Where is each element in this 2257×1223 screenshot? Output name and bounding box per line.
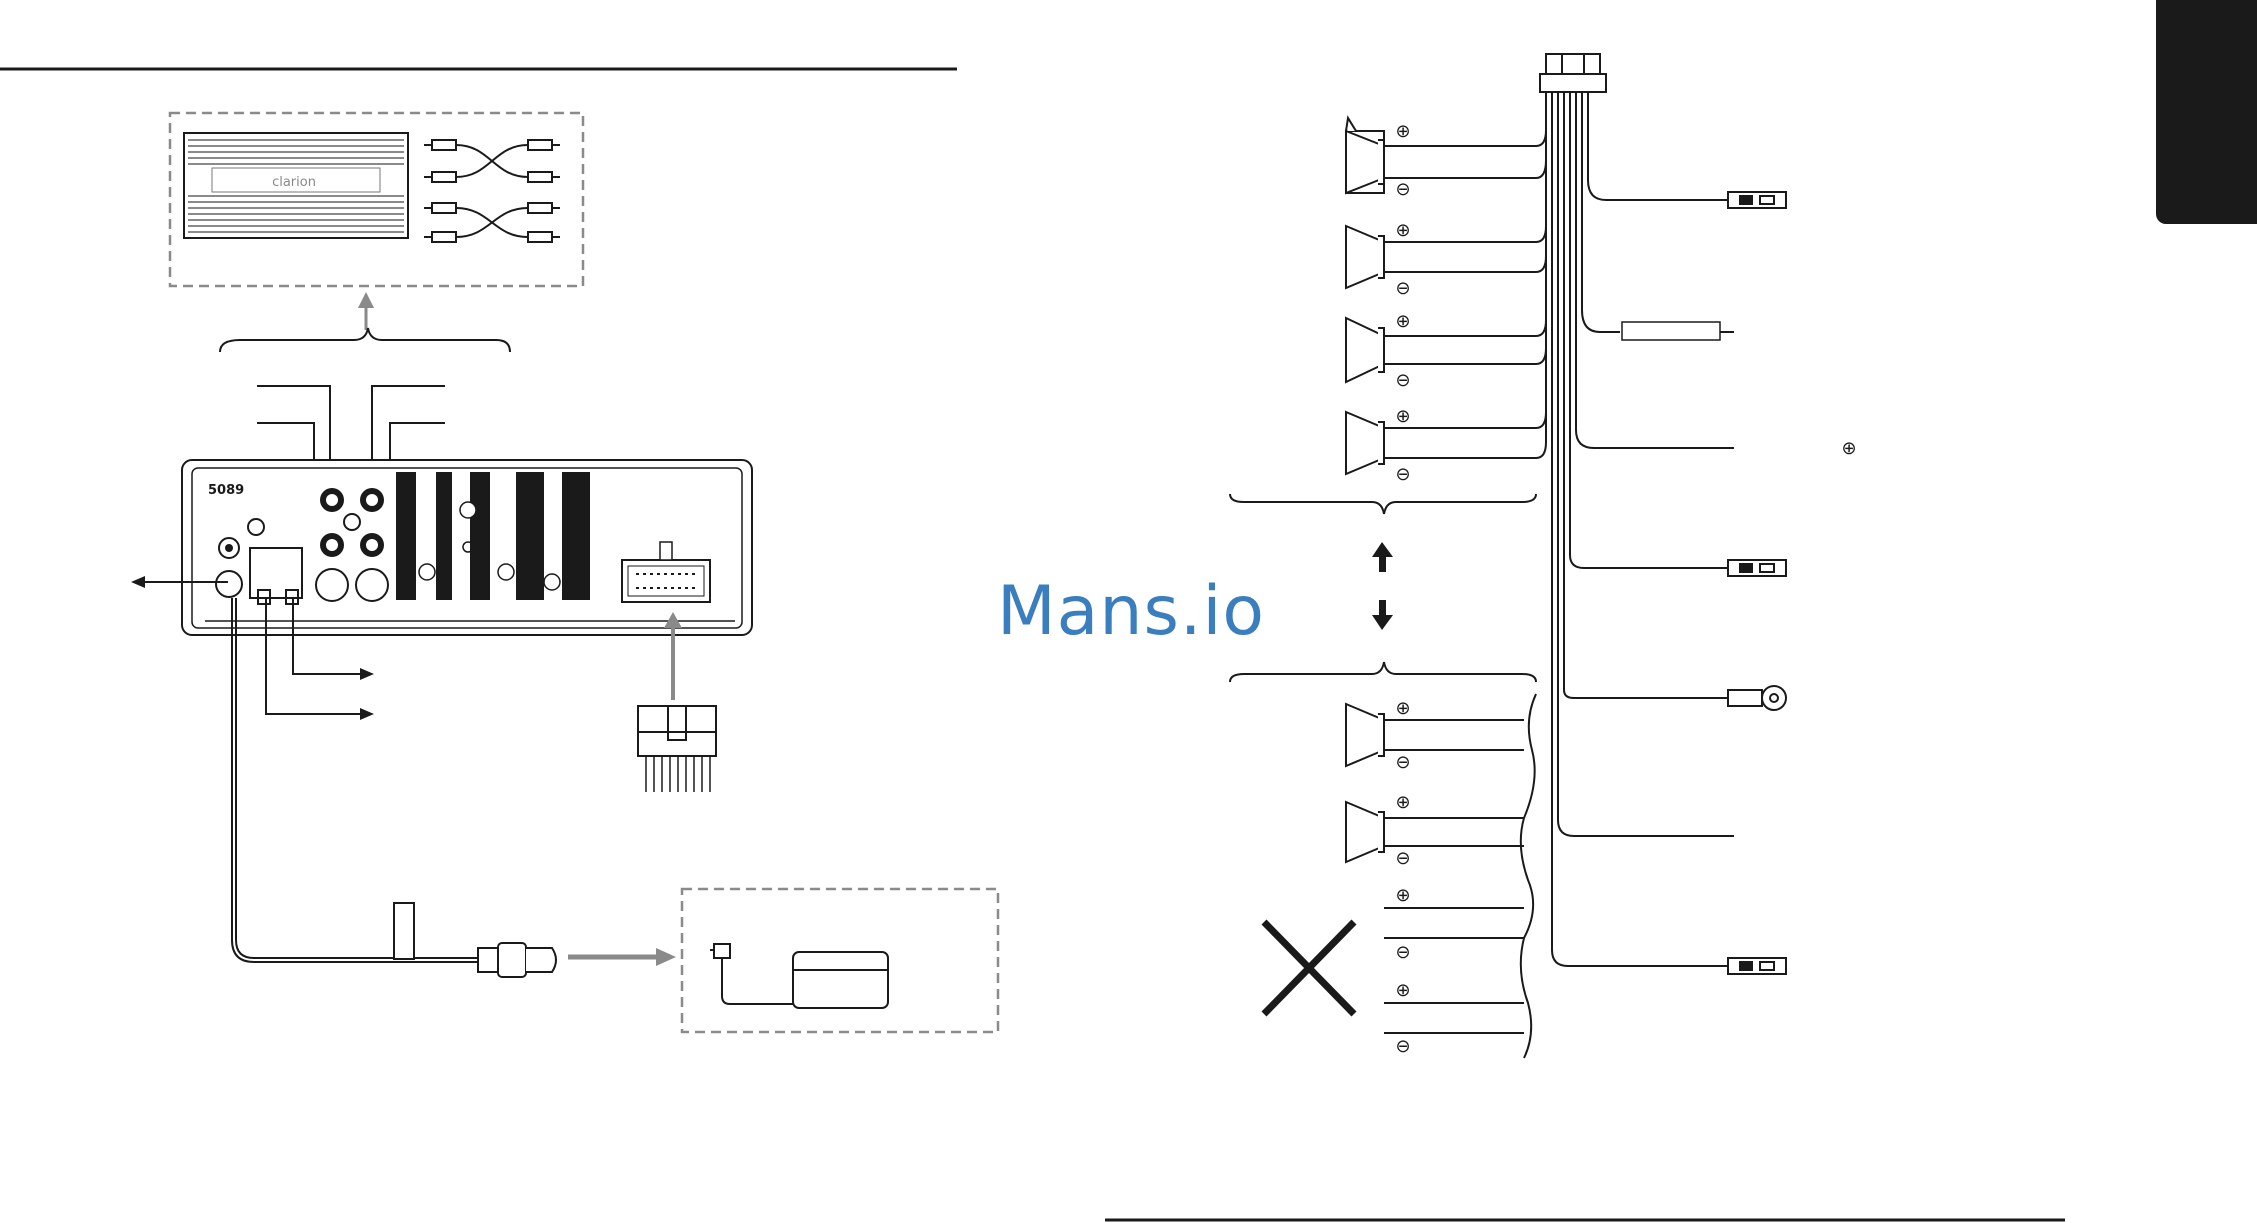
harness-trunk (1551, 92, 1734, 967)
language-tab (2156, 0, 2257, 224)
plus-marker: ⊕ (1395, 698, 1410, 719)
speaker-icon (1345, 316, 1385, 384)
speaker-wires (1384, 92, 1547, 459)
plus-marker: ⊕ (1395, 220, 1410, 241)
plus-marker: ⊕ (1395, 121, 1410, 142)
left-arrow-antenna (131, 576, 228, 588)
speaker-icon (1345, 115, 1385, 195)
minus-marker: ⊖ (1395, 464, 1410, 485)
steering-interface-box (680, 887, 1000, 1034)
minus-marker: ⊖ (1395, 179, 1410, 200)
minus-marker: ⊖ (1395, 942, 1410, 963)
plus-marker: ⊕ (1395, 980, 1410, 1001)
lower-speaker-wires (1384, 693, 1537, 1059)
model-label: 5089 (208, 483, 244, 498)
minus-marker: ⊖ (1395, 370, 1410, 391)
rca-cables-icon (424, 139, 560, 243)
head-unit-rear: 5089 (181, 459, 753, 636)
speaker-icon (1345, 410, 1385, 476)
speaker-icon (1345, 702, 1385, 768)
up-arrow-amplifier (358, 292, 374, 330)
ring-terminal-icon (1727, 685, 1787, 711)
brace-rca-outputs (219, 327, 511, 353)
brace-lower (1229, 661, 1537, 683)
steering-cable (231, 598, 557, 978)
amplifier-icon: clarion (183, 132, 409, 239)
plus-marker: ⊕ (1395, 792, 1410, 813)
amplifier-box: clarion (168, 111, 585, 288)
amplifier-brand-label: clarion (272, 175, 316, 190)
minus-marker: ⊖ (1395, 1036, 1410, 1057)
arrow-right-remote (360, 668, 374, 680)
minus-marker: ⊖ (1395, 278, 1410, 299)
minus-marker: ⊖ (1395, 752, 1410, 773)
down-arrow-icon (1372, 600, 1393, 630)
speaker-icon (1345, 224, 1385, 290)
plus-marker: ⊕ (1395, 885, 1410, 906)
harness-connector-icon (1539, 53, 1607, 93)
input-leaders (265, 598, 362, 715)
cross-out-icon (1261, 919, 1357, 1017)
plus-marker: ⊕ (1395, 311, 1410, 332)
plus-marker: ⊕ (1395, 406, 1410, 427)
arrow-right-aux (360, 708, 374, 720)
right-arrow-steering (568, 948, 676, 966)
watermark-text: Mans.io (997, 572, 1265, 651)
minus-marker: ⊖ (1395, 848, 1410, 869)
iso-plug-icon (637, 705, 717, 792)
up-arrow-connector (664, 612, 682, 700)
brace-upper (1229, 493, 1537, 515)
spade-terminal-icon (1727, 191, 1787, 975)
plus-marker-illum: ⊕ (1841, 438, 1856, 459)
speaker-icon (1345, 800, 1385, 864)
up-arrow-icon (1372, 542, 1393, 572)
